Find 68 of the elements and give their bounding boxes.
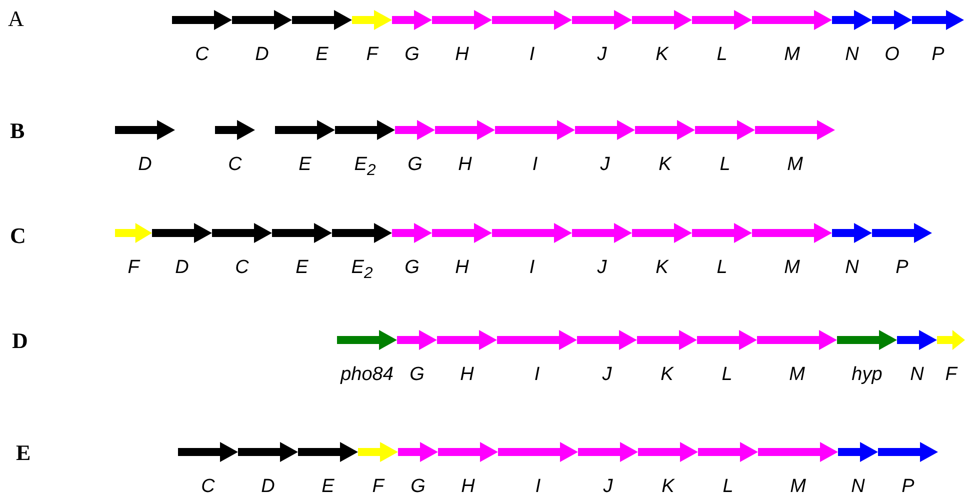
- gene-label: O: [884, 44, 900, 66]
- gene-label: M: [787, 154, 803, 176]
- gene-label: F: [366, 44, 378, 66]
- gene-label: L: [720, 154, 730, 176]
- gene-label: C: [235, 257, 249, 279]
- row-letter: E: [16, 440, 31, 466]
- gene-label: F: [945, 364, 957, 386]
- gene-label: D: [175, 257, 189, 279]
- gene-label: I: [529, 44, 535, 66]
- gene-label: E: [316, 44, 328, 66]
- gene-label: H: [455, 44, 469, 66]
- gene-label: E: [322, 476, 334, 494]
- gene-label: G: [404, 44, 420, 66]
- gene-label: D: [255, 44, 269, 66]
- gene-label: F: [128, 257, 140, 279]
- gene-label: H: [455, 257, 469, 279]
- row-letter: D: [12, 328, 28, 354]
- gene-label: G: [408, 154, 422, 176]
- gene-label: hyp: [852, 364, 882, 386]
- gene-label: L: [722, 364, 732, 386]
- gene-label: M: [789, 364, 805, 386]
- gene-label: P: [932, 44, 944, 66]
- gene-label: L: [716, 44, 728, 66]
- gene-label: M: [784, 44, 800, 66]
- gene-label: N: [851, 476, 865, 494]
- gene-label: C: [195, 44, 209, 66]
- gene-label: F: [372, 476, 384, 494]
- gene-label: N: [910, 364, 924, 386]
- gene-label: M: [790, 476, 806, 494]
- gene-label: I: [534, 364, 540, 386]
- row-letter: A: [8, 6, 24, 32]
- gene-label: K: [660, 364, 674, 386]
- gene-label: I: [535, 476, 541, 494]
- gene-label: E$_{2}$: [351, 257, 373, 283]
- gene-label: P: [896, 257, 908, 279]
- gene-label: N: [845, 44, 859, 66]
- gene-label: J: [597, 257, 607, 279]
- row-letter: B: [10, 118, 25, 144]
- gene-label: L: [716, 257, 728, 279]
- gene-label: C: [201, 476, 215, 494]
- gene-label: G: [410, 364, 424, 386]
- gene-label: J: [597, 44, 607, 66]
- gene-label: I: [532, 154, 538, 176]
- gene-label: H: [461, 476, 475, 494]
- gene-label: E: [298, 154, 312, 176]
- gene-label: D: [138, 154, 152, 176]
- gene-label: K: [658, 154, 672, 176]
- gene-label: H: [460, 364, 474, 386]
- gene-label: J: [600, 154, 610, 176]
- gene-label: J: [602, 364, 612, 386]
- gene-label: J: [603, 476, 613, 494]
- gene-label: L: [722, 476, 734, 494]
- gene-label: D: [261, 476, 275, 494]
- gene-label: G: [410, 476, 426, 494]
- gene-label: C: [228, 154, 242, 176]
- gene-label: N: [845, 257, 859, 279]
- gene-label: I: [529, 257, 535, 279]
- row-letter: C: [10, 223, 26, 249]
- gene-label: P: [902, 476, 914, 494]
- gene-label: K: [662, 476, 674, 494]
- gene-label: K: [656, 44, 668, 66]
- gene-label: pho84: [340, 364, 394, 386]
- gene-label: K: [656, 257, 668, 279]
- gene-label: E: [296, 257, 308, 279]
- gene-label: H: [458, 154, 472, 176]
- gene-label: E$_{2}$: [354, 154, 376, 180]
- gene-label: M: [784, 257, 800, 279]
- gene-label: G: [404, 257, 420, 279]
